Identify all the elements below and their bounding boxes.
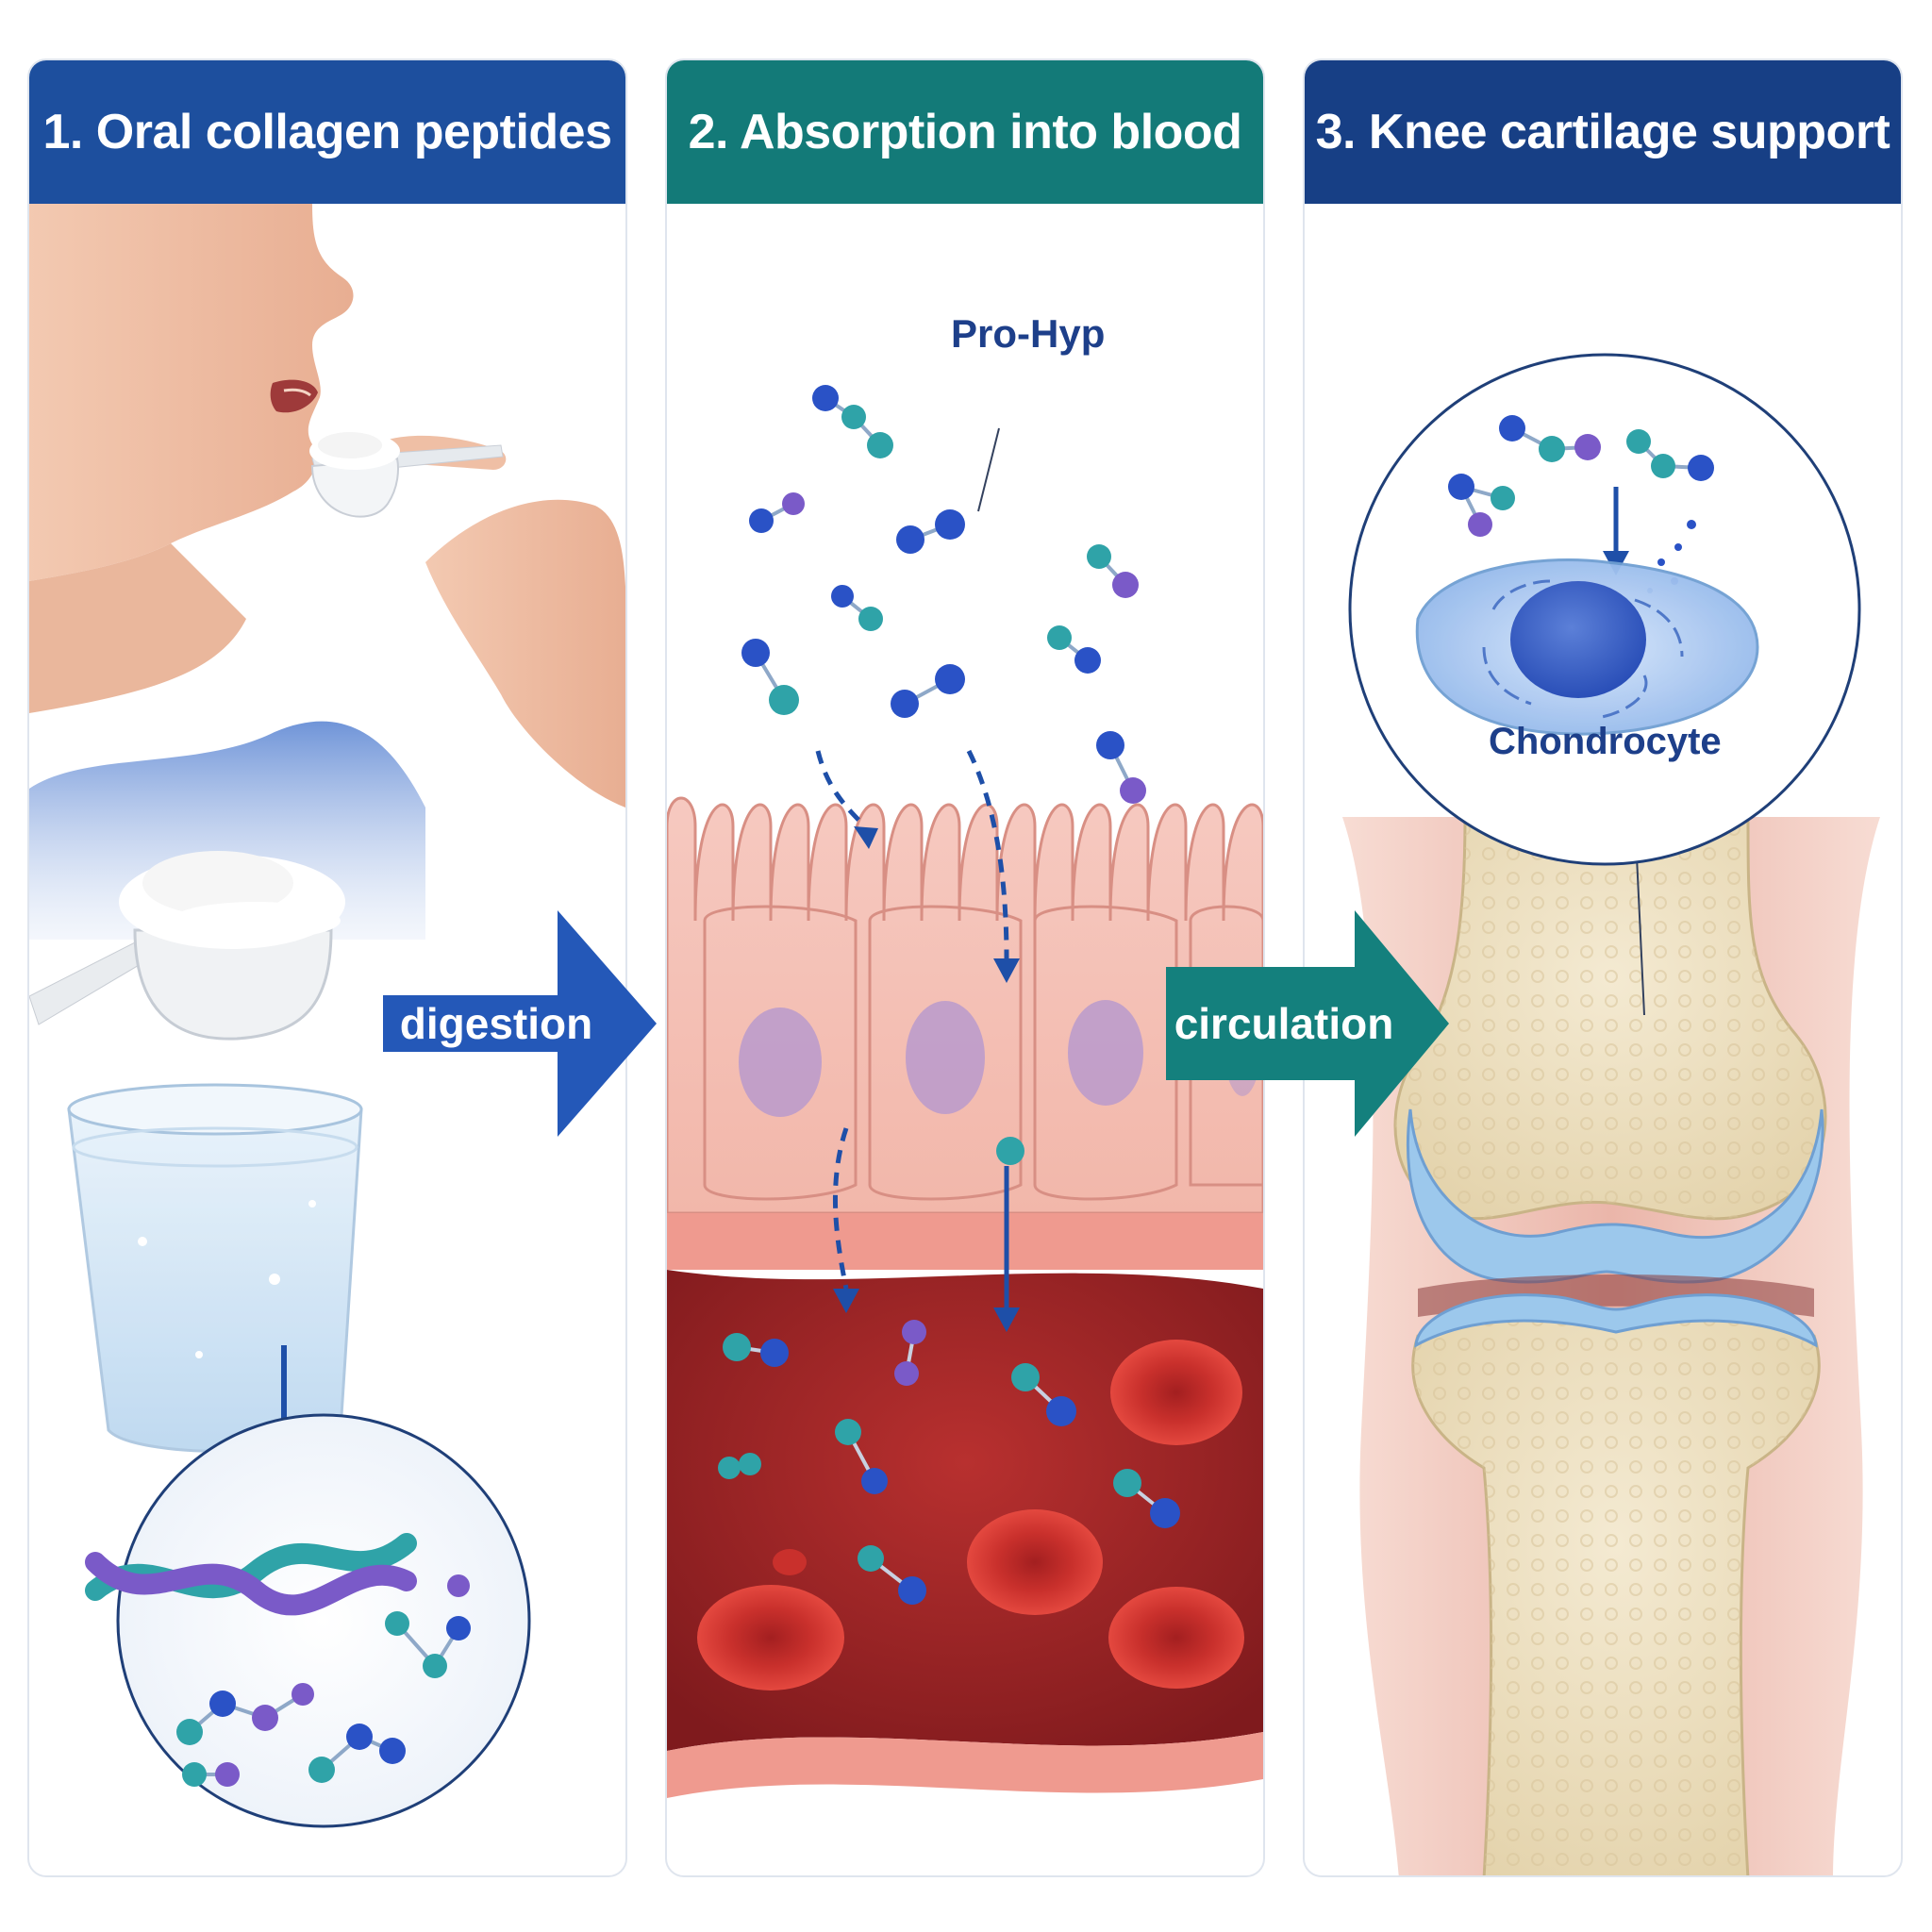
panel-knee-cartilage: 3. Knee cartilage support [1303, 58, 1903, 1877]
intestinal-epithelium [667, 796, 1263, 1270]
oral-intake-illustration [29, 204, 625, 1828]
flow-label-circulation: circulation [1174, 999, 1394, 1048]
absorption-arrows [815, 749, 1009, 1307]
panel-absorption: 2. Absorption into blood [665, 58, 1265, 1877]
arrow-right-icon [383, 910, 657, 1137]
collagen-zoom-circle [85, 1413, 531, 1828]
knee-joint-illustration [1342, 353, 1880, 1875]
chondrocyte-zoom-circle [1348, 353, 1861, 866]
absorption-illustration [667, 385, 1263, 1798]
panel-2-title: 2. Absorption into blood [667, 60, 1263, 204]
arrow-right-icon [1166, 910, 1449, 1137]
person-face [29, 204, 354, 581]
flow-label-digestion: digestion [399, 999, 593, 1048]
femur-bone [1393, 815, 1827, 1221]
pro-hyp-leader [977, 427, 1000, 512]
peptides-in-lumen [741, 385, 1146, 804]
hand-with-scoop [309, 432, 625, 808]
panel-3-title: 3. Knee cartilage support [1305, 60, 1901, 204]
powder-scoop [29, 851, 345, 1041]
blood-vessel [667, 1270, 1263, 1798]
chondrocyte-nucleus [1510, 581, 1646, 698]
tibia-bone [1411, 1318, 1821, 1875]
water-glass [67, 1083, 363, 1453]
panel-oral-collagen: 1. Oral collagen peptides [27, 58, 627, 1877]
panel-1-title: 1. Oral collagen peptides [29, 60, 625, 204]
chondrocyte-label: Chondrocyte [1489, 721, 1722, 762]
tibial-cartilage [1414, 1293, 1818, 1348]
pro-hyp-label: Pro-Hyp [951, 311, 1106, 356]
